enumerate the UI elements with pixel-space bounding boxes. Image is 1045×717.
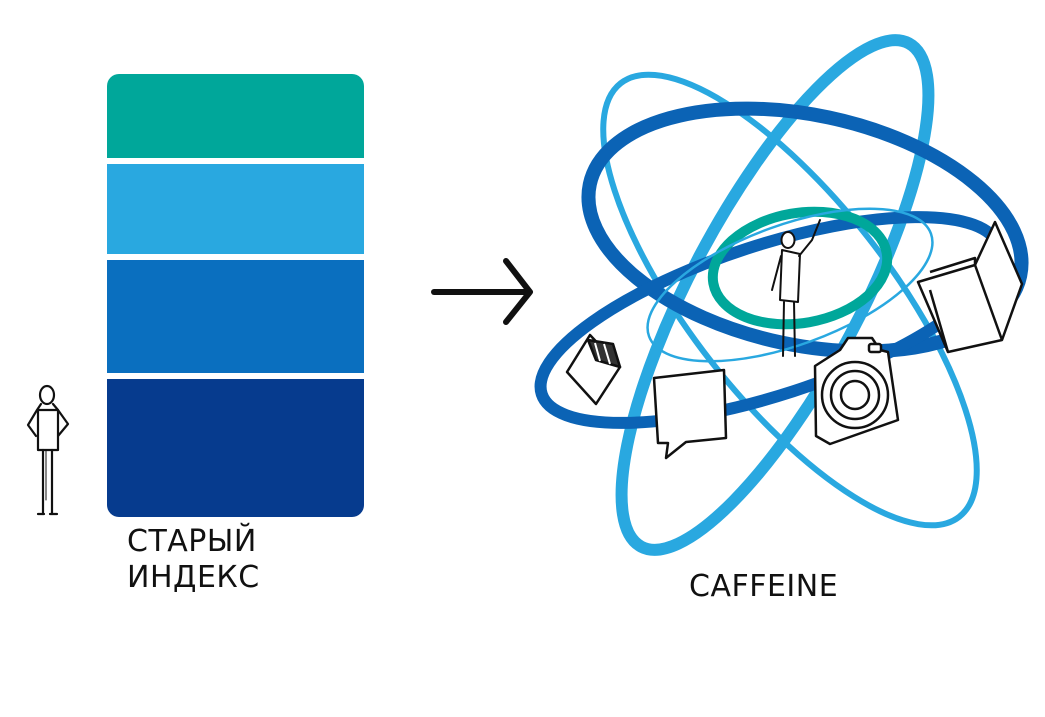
orbit-dark-top	[581, 101, 1029, 359]
old-index-label: СТАРЫЙ ИНДЕКС	[127, 524, 260, 596]
orbit-teal-inner	[707, 206, 893, 330]
person-pointing-icon	[771, 219, 821, 357]
old-index-stack	[107, 74, 364, 517]
arrow-icon	[431, 258, 533, 325]
orbit-light-vertical	[615, 34, 935, 556]
person-icon	[26, 384, 70, 516]
book-icon	[916, 220, 1024, 354]
old-index-label-line1: СТАРЫЙ	[127, 524, 257, 559]
old-index-layer-2	[107, 164, 364, 254]
speech-bubble-icon	[652, 368, 728, 460]
old-index-layer-3	[107, 260, 364, 373]
caffeine-label: CAFFEINE	[689, 569, 839, 604]
camera-icon	[813, 336, 900, 446]
clapperboard-icon	[565, 333, 622, 406]
old-index-layer-4	[107, 379, 364, 517]
orbit-thin-inner	[646, 207, 934, 363]
old-index-label-line2: ИНДЕКС	[127, 560, 260, 595]
old-index-layer-1	[107, 74, 364, 158]
